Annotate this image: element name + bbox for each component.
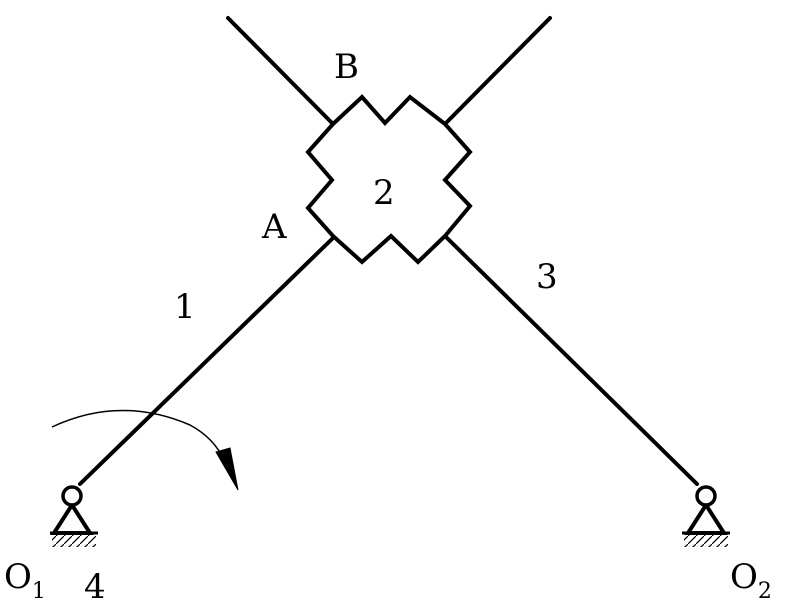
- pivot-o2: [682, 485, 730, 547]
- rotation-arrow-arc: [51, 409, 225, 461]
- pivot-o1: [50, 485, 98, 547]
- label-o2-sub: 2: [758, 579, 772, 604]
- ground-hatch-o2: [684, 533, 728, 547]
- rotation-arrowhead: [215, 447, 239, 491]
- link-3-bar: [443, 234, 699, 486]
- label-link-2: 2: [373, 173, 395, 213]
- label-link-1: 1: [174, 287, 196, 327]
- label-a: A: [261, 207, 287, 247]
- slider-block-2: [305, 94, 473, 265]
- label-ground-4: 4: [84, 567, 106, 607]
- support-triangle-o1: [50, 501, 94, 535]
- label-o2: O2: [730, 557, 772, 604]
- label-b: B: [334, 47, 359, 87]
- label-o1: O1: [4, 557, 46, 604]
- label-o2-main: O: [730, 557, 758, 597]
- label-o1-main: O: [4, 557, 32, 597]
- label-link-3: 3: [536, 257, 558, 297]
- support-triangle-o2: [684, 501, 728, 535]
- link-1-bar: [78, 236, 335, 486]
- link-upper-left-bar: [226, 16, 335, 126]
- ground-hatch-o1: [52, 533, 96, 547]
- link-upper-right-bar: [443, 16, 552, 126]
- pin-o1: [61, 485, 83, 507]
- label-o1-sub: 1: [32, 579, 46, 604]
- pin-o2: [695, 485, 717, 507]
